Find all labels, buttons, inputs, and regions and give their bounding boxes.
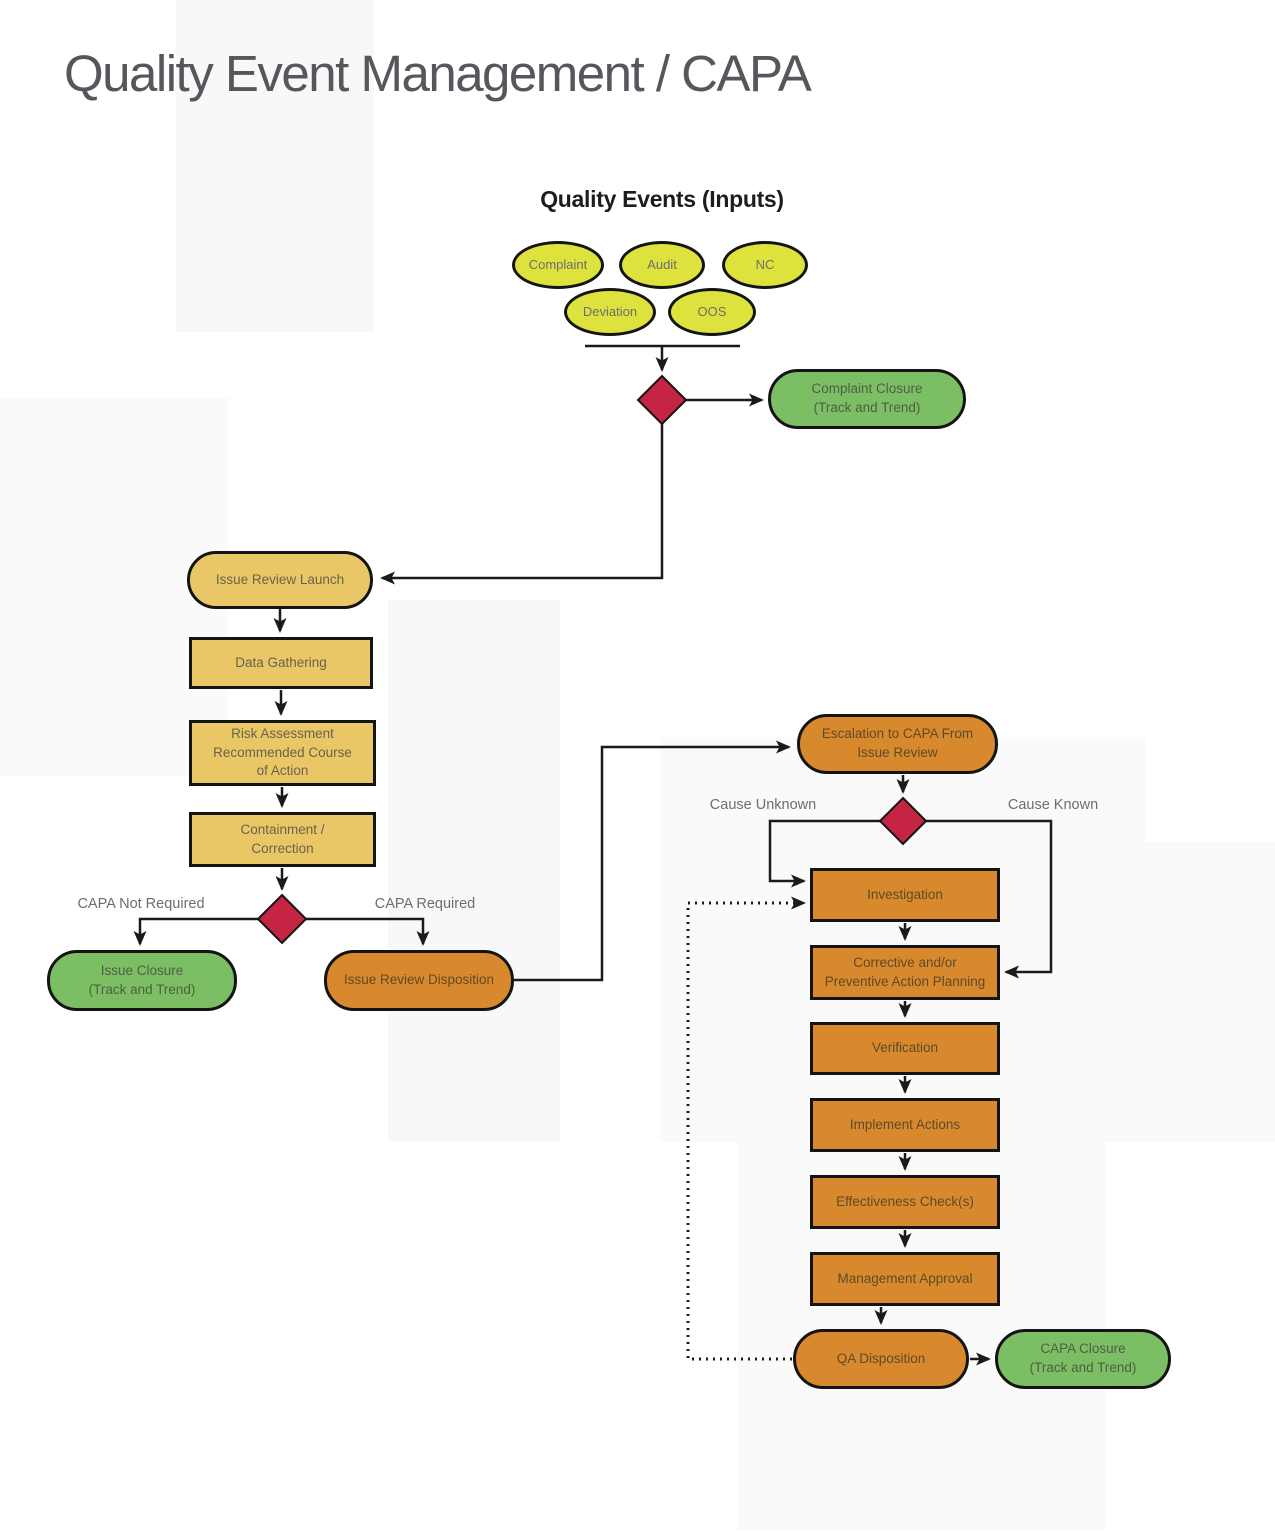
node-implement-actions: Implement Actions xyxy=(810,1098,1000,1152)
edge-disposition-to-escalation xyxy=(514,740,791,982)
node-containment-correction: Containment / Correction xyxy=(189,812,376,867)
node-issue-review-disposition: Issue Review Disposition xyxy=(324,950,514,1011)
node-management-approval: Management Approval xyxy=(810,1252,1000,1306)
input-ellipse-deviation: Deviation xyxy=(564,288,656,336)
edge-qa-feedback-to-investigation-dotted xyxy=(686,896,806,1361)
node-data-gathering: Data Gathering xyxy=(189,637,373,689)
node-verification: Verification xyxy=(810,1022,1000,1075)
inputs-heading: Quality Events (Inputs) xyxy=(540,186,784,212)
decision-diamond-quality-event xyxy=(636,374,688,426)
scan-artifact xyxy=(1048,842,1275,1142)
label-cause-unknown: Cause Unknown xyxy=(709,797,817,813)
input-ellipse-audit: Audit xyxy=(619,241,705,289)
decision-diamond-capa-required xyxy=(256,893,308,945)
edge-decision1-to-issue-review-launch xyxy=(380,424,664,585)
scan-artifact xyxy=(388,600,560,1142)
edge-decision2-to-disposition xyxy=(306,917,430,946)
node-escalation-to-capa: Escalation to CAPA From Issue Review xyxy=(797,714,998,774)
input-ellipse-complaint: Complaint xyxy=(512,241,604,289)
node-investigation: Investigation xyxy=(810,868,1000,922)
node-capa-planning: Corrective and/or Preventive Action Plan… xyxy=(810,945,1000,1000)
node-issue-closure: Issue Closure (Track and Trend) xyxy=(47,950,237,1011)
node-complaint-closure: Complaint Closure (Track and Trend) xyxy=(768,369,966,429)
node-capa-closure: CAPA Closure (Track and Trend) xyxy=(995,1329,1171,1389)
label-capa-not-required: CAPA Not Required xyxy=(77,896,205,912)
node-risk-assessment: Risk Assessment Recommended Course of Ac… xyxy=(189,720,376,786)
node-qa-disposition: QA Disposition xyxy=(793,1329,969,1389)
decision-diamond-cause-known xyxy=(878,796,928,846)
label-capa-required: CAPA Required xyxy=(374,896,476,912)
page-title: Quality Event Management / CAPA xyxy=(64,45,812,102)
node-issue-review-launch: Issue Review Launch xyxy=(187,551,373,609)
input-ellipse-nc: NC xyxy=(722,241,808,289)
edge-decision2-to-issue-closure xyxy=(133,917,258,946)
label-cause-known: Cause Known xyxy=(1007,797,1099,813)
input-ellipse-oos: OOS xyxy=(668,288,756,336)
node-effectiveness-checks: Effectiveness Check(s) xyxy=(810,1175,1000,1229)
